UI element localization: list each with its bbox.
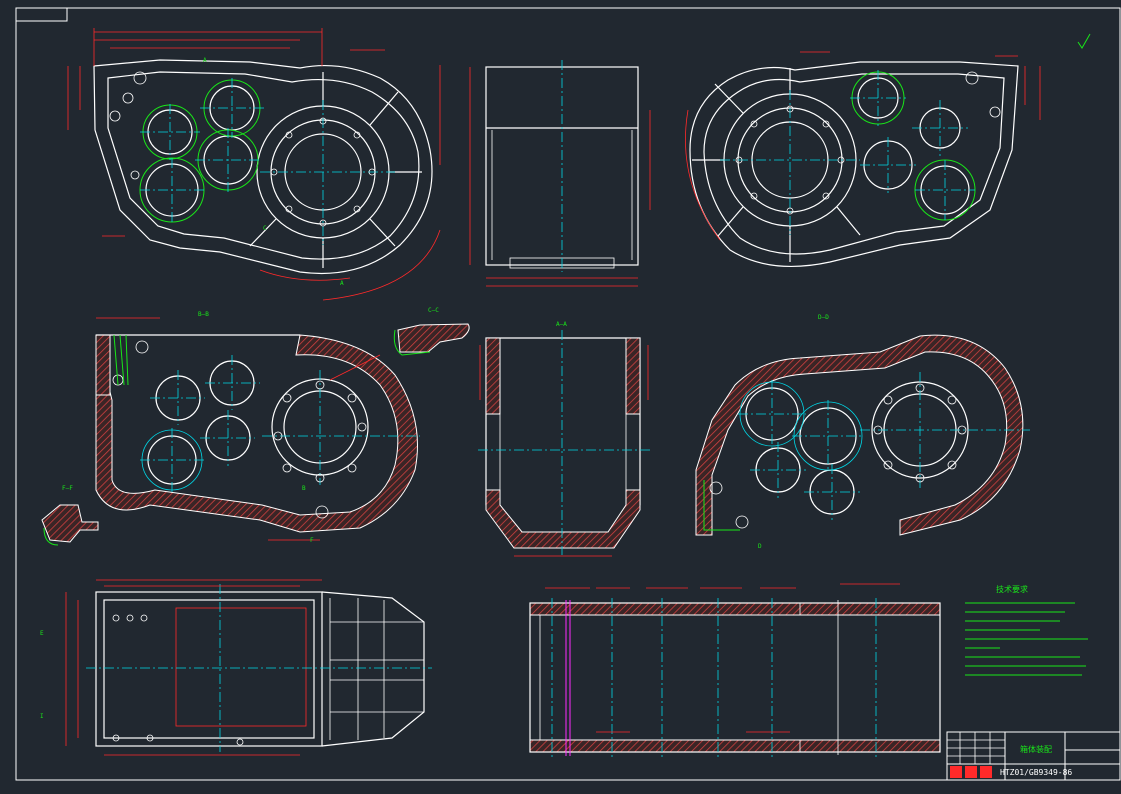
section-cc-view: C—C (393, 307, 470, 356)
front-callout-a-bottom: A (340, 280, 344, 287)
technical-requirements-title: 技术要求 (996, 584, 1028, 594)
section-bb-view: B—B (95, 311, 420, 544)
plan-view: E I (40, 579, 432, 756)
section-ff-view: F—F (41, 485, 99, 546)
title-block: 箱体装配 HTZ01/GB9349-86 (946, 731, 1121, 781)
section-bb-callout-f: F (310, 537, 314, 544)
front-callout-a-top: A (203, 57, 207, 64)
sheet-corner-tab (15, 7, 68, 22)
bottom-section-view (529, 583, 941, 760)
title-block-drawing-code: HTZ01/GB9349-86 (1000, 768, 1072, 777)
section-bb-title: B—B (198, 311, 209, 318)
plan-callout-e: E (40, 630, 44, 637)
section-dd-view: D—D D (695, 314, 1030, 550)
technical-requirements: 技术要求 (965, 584, 1088, 676)
front-callout-c: C (263, 225, 267, 232)
side-view (469, 60, 651, 287)
section-dd-title: D—D (818, 314, 829, 321)
surface-finish-mark (1077, 33, 1091, 49)
section-aa-view: A—A (478, 321, 650, 557)
front-view: A A C (67, 28, 441, 301)
rear-view (685, 33, 1091, 268)
sheet-outer-border (15, 7, 1121, 781)
section-bb-callout-b: B (302, 485, 306, 492)
plan-callout-i: I (40, 713, 44, 720)
section-dd-callout-d: D (758, 543, 762, 550)
title-block-part-name: 箱体装配 (1020, 744, 1052, 754)
section-ff-title: F—F (62, 485, 73, 492)
section-cc-title: C—C (428, 307, 439, 314)
section-aa-title: A—A (556, 321, 567, 328)
